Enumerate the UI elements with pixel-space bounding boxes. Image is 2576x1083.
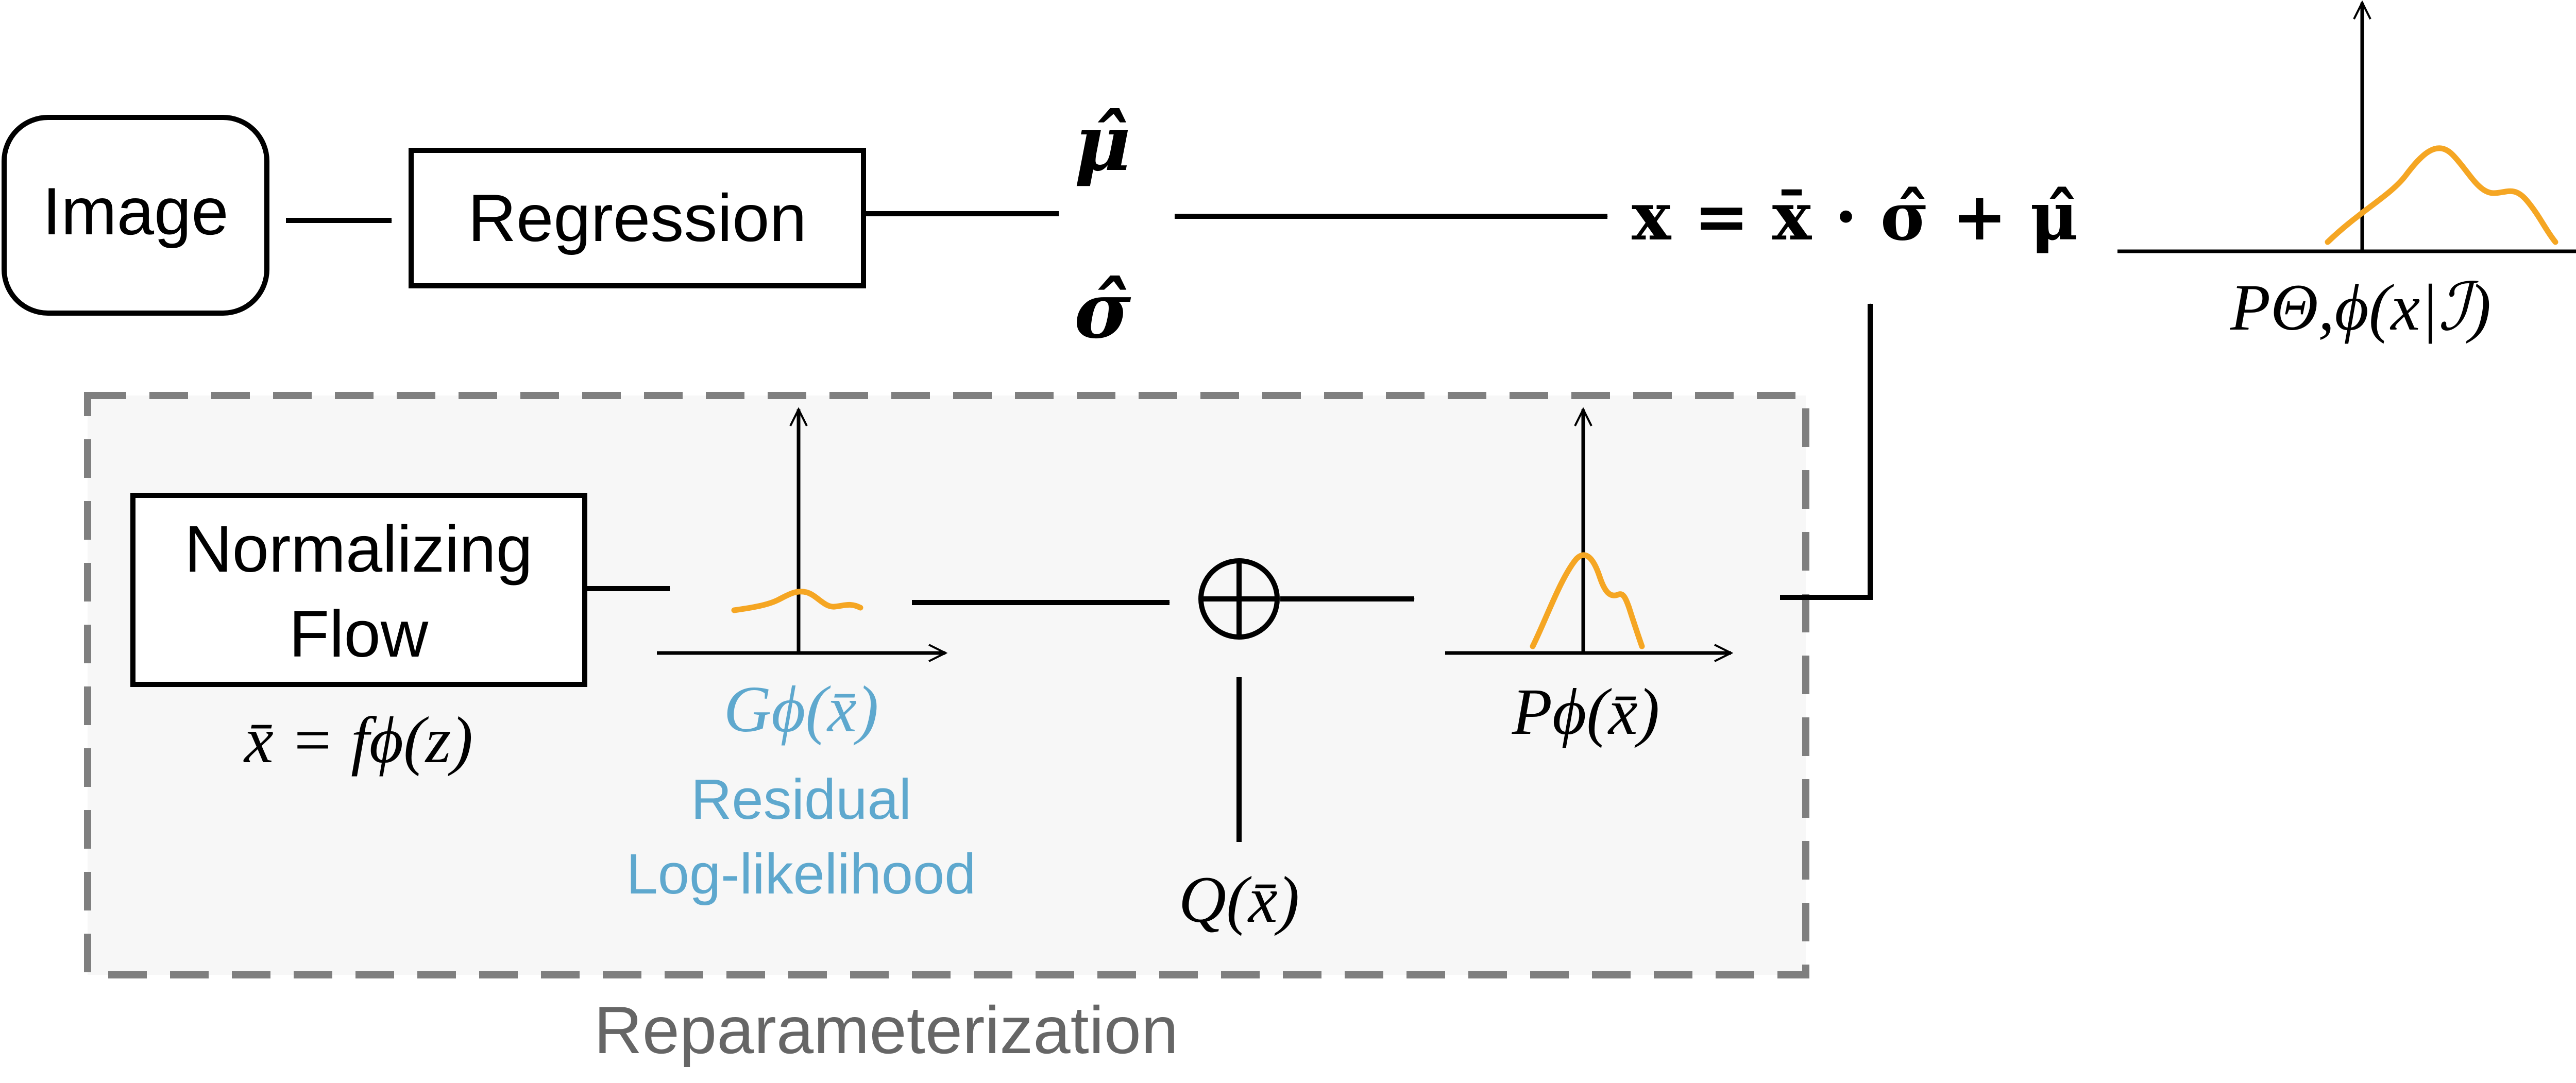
residual-curve [731, 589, 863, 613]
residual-plot [657, 409, 945, 653]
regression-box [409, 148, 866, 288]
normalizing-flow-box [130, 493, 587, 687]
normalizing-flow-label-line2: Flow [289, 597, 429, 671]
oplus-symbol [1198, 558, 1280, 640]
p-theta-phi-label: PΘ,ϕ(x|ℐ) [2230, 271, 2491, 344]
regression-label: Regression [468, 180, 807, 255]
p-phi-label: Pϕ(x̄) [1512, 675, 1660, 748]
output-distribution-plot [2117, 3, 2576, 253]
p-phi-curve [1530, 552, 1645, 649]
p-phi-plot [1445, 409, 1731, 653]
output-distribution-curve [2325, 145, 2558, 245]
sigma-hat: σ̂ [1074, 265, 1131, 356]
reparameterization-label: Reparameterization [594, 992, 1178, 1068]
image-box [2, 115, 269, 316]
residual-label-line1: Residual [691, 768, 911, 831]
flow-equation: x̄ = fϕ(z) [243, 703, 473, 777]
image-label: Image [42, 174, 228, 249]
arrow-p-to-equation [1780, 303, 1873, 600]
output-equation: x = x̄ · σ̂ + μ̂ [1632, 178, 2078, 255]
q-label: Q(x̄) [1179, 863, 1300, 936]
residual-label-line2: Log-likelihood [626, 843, 976, 906]
g-phi-label: Gϕ(x̄) [724, 673, 879, 746]
normalizing-flow-label-line1: Normalizing [184, 512, 533, 586]
mu-hat: μ̂ [1074, 98, 1131, 188]
